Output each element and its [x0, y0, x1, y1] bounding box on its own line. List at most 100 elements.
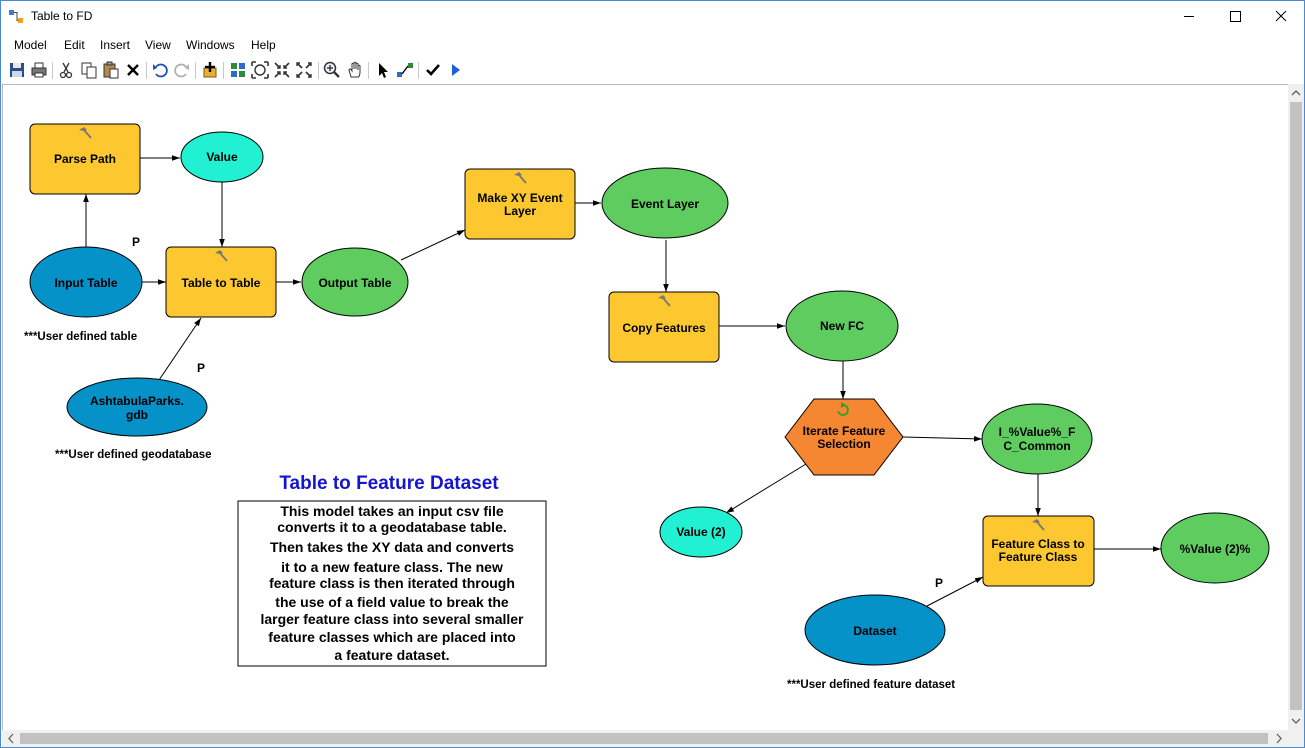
cut-icon[interactable]	[56, 60, 76, 80]
toolbar-separator	[52, 62, 53, 79]
toolbar-separator	[368, 62, 369, 79]
model-diagram: Parse Path Value Input Table P ***User d…	[24, 123, 1270, 691]
annotation-note: ***User defined feature dataset	[787, 679, 955, 691]
copy-icon[interactable]	[79, 60, 99, 80]
vertical-scroll-thumb[interactable]	[1290, 102, 1302, 710]
menu-insert[interactable]: Insert	[100, 38, 131, 52]
tool-label: Feature Class	[999, 550, 1078, 564]
fixed-zoom-out-icon[interactable]	[294, 60, 314, 80]
tool-label: Feature Class to	[991, 537, 1084, 551]
connector	[725, 463, 807, 514]
description-line: Then takes the XY data and converts	[270, 539, 514, 555]
delete-icon[interactable]	[123, 60, 143, 80]
add-data-icon[interactable]	[200, 60, 220, 80]
variable-event-layer[interactable]: Event Layer	[601, 167, 729, 239]
parameter-marker: P	[132, 235, 140, 249]
print-icon[interactable]	[29, 60, 49, 80]
menu-edit[interactable]: Edit	[64, 38, 85, 52]
scroll-down-icon[interactable]	[1291, 718, 1301, 724]
tool-label: Parse Path	[54, 152, 116, 166]
toolbar-separator	[418, 62, 419, 79]
paste-icon[interactable]	[101, 60, 121, 80]
variable-value[interactable]: Value	[180, 131, 264, 183]
toolbar-separator	[195, 62, 196, 79]
scrollbar-corner	[1288, 730, 1304, 747]
variable-label: I_%Value%_F	[999, 425, 1076, 439]
menu-help[interactable]: Help	[251, 38, 276, 52]
description-line: larger feature class into several smalle…	[260, 611, 524, 627]
connector	[902, 435, 983, 442]
iterator-label: Iterate Feature	[803, 424, 886, 438]
variable-label: gdb	[126, 408, 148, 422]
menu-model[interactable]: Model	[14, 38, 47, 52]
tool-label: Layer	[504, 204, 536, 218]
tool-table-to-table[interactable]: Table to Table	[165, 246, 277, 318]
validate-icon[interactable]	[423, 60, 443, 80]
variable-gdb[interactable]: AshtabulaParks. gdb	[66, 377, 208, 437]
auto-layout-icon[interactable]	[228, 60, 248, 80]
modelbuilder-app-icon	[9, 10, 23, 23]
variable-label: Output Table	[318, 276, 391, 290]
variable-final-output[interactable]: %Value (2)%	[1160, 512, 1270, 584]
scroll-up-icon[interactable]	[1291, 90, 1301, 96]
menu-bar: Model Edit Insert View Windows Help	[1, 34, 1304, 56]
fixed-zoom-in-icon[interactable]	[272, 60, 292, 80]
toolbar-separator	[318, 62, 319, 79]
tool-make-xy-event-layer[interactable]: Make XY Event Layer	[464, 168, 576, 240]
variable-label: Value	[206, 150, 238, 164]
variable-label: Event Layer	[631, 197, 699, 211]
variable-dataset[interactable]: Dataset	[804, 594, 946, 666]
select-icon[interactable]	[373, 60, 393, 80]
minimize-button[interactable]	[1166, 1, 1212, 32]
variable-new-fc[interactable]: New FC	[785, 290, 899, 362]
zoom-in-icon[interactable]	[322, 60, 342, 80]
redo-icon[interactable]	[172, 60, 192, 80]
scroll-left-icon[interactable]	[8, 733, 14, 744]
parameter-marker: P	[197, 361, 205, 375]
connector	[400, 229, 466, 261]
iterator-iterate-feature-selection[interactable]: Iterate Feature Selection	[784, 398, 904, 476]
close-button[interactable]	[1258, 1, 1304, 32]
tool-label: Make XY Event	[477, 191, 562, 205]
variable-input-table[interactable]: Input Table	[29, 246, 143, 318]
variable-label: New FC	[820, 319, 864, 333]
model-canvas[interactable]: Parse Path Value Input Table P ***User d…	[2, 84, 1288, 731]
description-line: converts it to a geodatabase table.	[277, 519, 507, 535]
full-extent-icon[interactable]	[250, 60, 270, 80]
description-line: the use of a field value to break the	[275, 594, 509, 610]
run-icon[interactable]	[445, 60, 465, 80]
tool-label: Copy Features	[622, 321, 706, 335]
description-line: This model takes an input csv file	[280, 503, 503, 519]
maximize-button[interactable]	[1212, 1, 1258, 32]
description-line: feature classes which are placed into	[268, 629, 515, 645]
horizontal-scroll-thumb[interactable]	[20, 733, 1268, 744]
horizontal-scrollbar[interactable]	[2, 730, 1288, 747]
pan-icon[interactable]	[345, 60, 365, 80]
variable-value-2[interactable]: Value (2)	[659, 506, 743, 558]
variable-iterator-output[interactable]: I_%Value%_F C_Common	[981, 403, 1093, 475]
save-icon[interactable]	[7, 60, 27, 80]
annotation-note: ***User defined table	[24, 331, 137, 343]
connector	[926, 576, 984, 607]
menu-view[interactable]: View	[145, 38, 171, 52]
title-bar: Table to FD	[1, 1, 1304, 32]
model-heading: Table to Feature Dataset	[279, 473, 499, 494]
vertical-scrollbar[interactable]	[1288, 84, 1304, 730]
variable-output-table[interactable]: Output Table	[301, 247, 409, 317]
tool-feature-class-to-feature-class[interactable]: Feature Class to Feature Class	[982, 515, 1095, 587]
connect-icon[interactable]	[395, 60, 415, 80]
menu-windows[interactable]: Windows	[186, 38, 235, 52]
variable-label: C_Common	[1003, 439, 1070, 453]
variable-label: Input Table	[54, 276, 117, 290]
description-line: it to a new feature class. The new	[281, 559, 503, 575]
undo-icon[interactable]	[150, 60, 170, 80]
annotation-note: ***User defined geodatabase	[55, 449, 212, 461]
description-line: feature class is then iterated through	[269, 575, 515, 591]
scroll-right-icon[interactable]	[1276, 733, 1282, 744]
variable-label: %Value (2)%	[1180, 542, 1251, 556]
description-box	[237, 500, 547, 667]
parameter-marker: P	[935, 576, 943, 590]
tool-parse-path[interactable]: Parse Path	[29, 123, 141, 195]
tool-copy-features[interactable]: Copy Features	[608, 291, 720, 363]
